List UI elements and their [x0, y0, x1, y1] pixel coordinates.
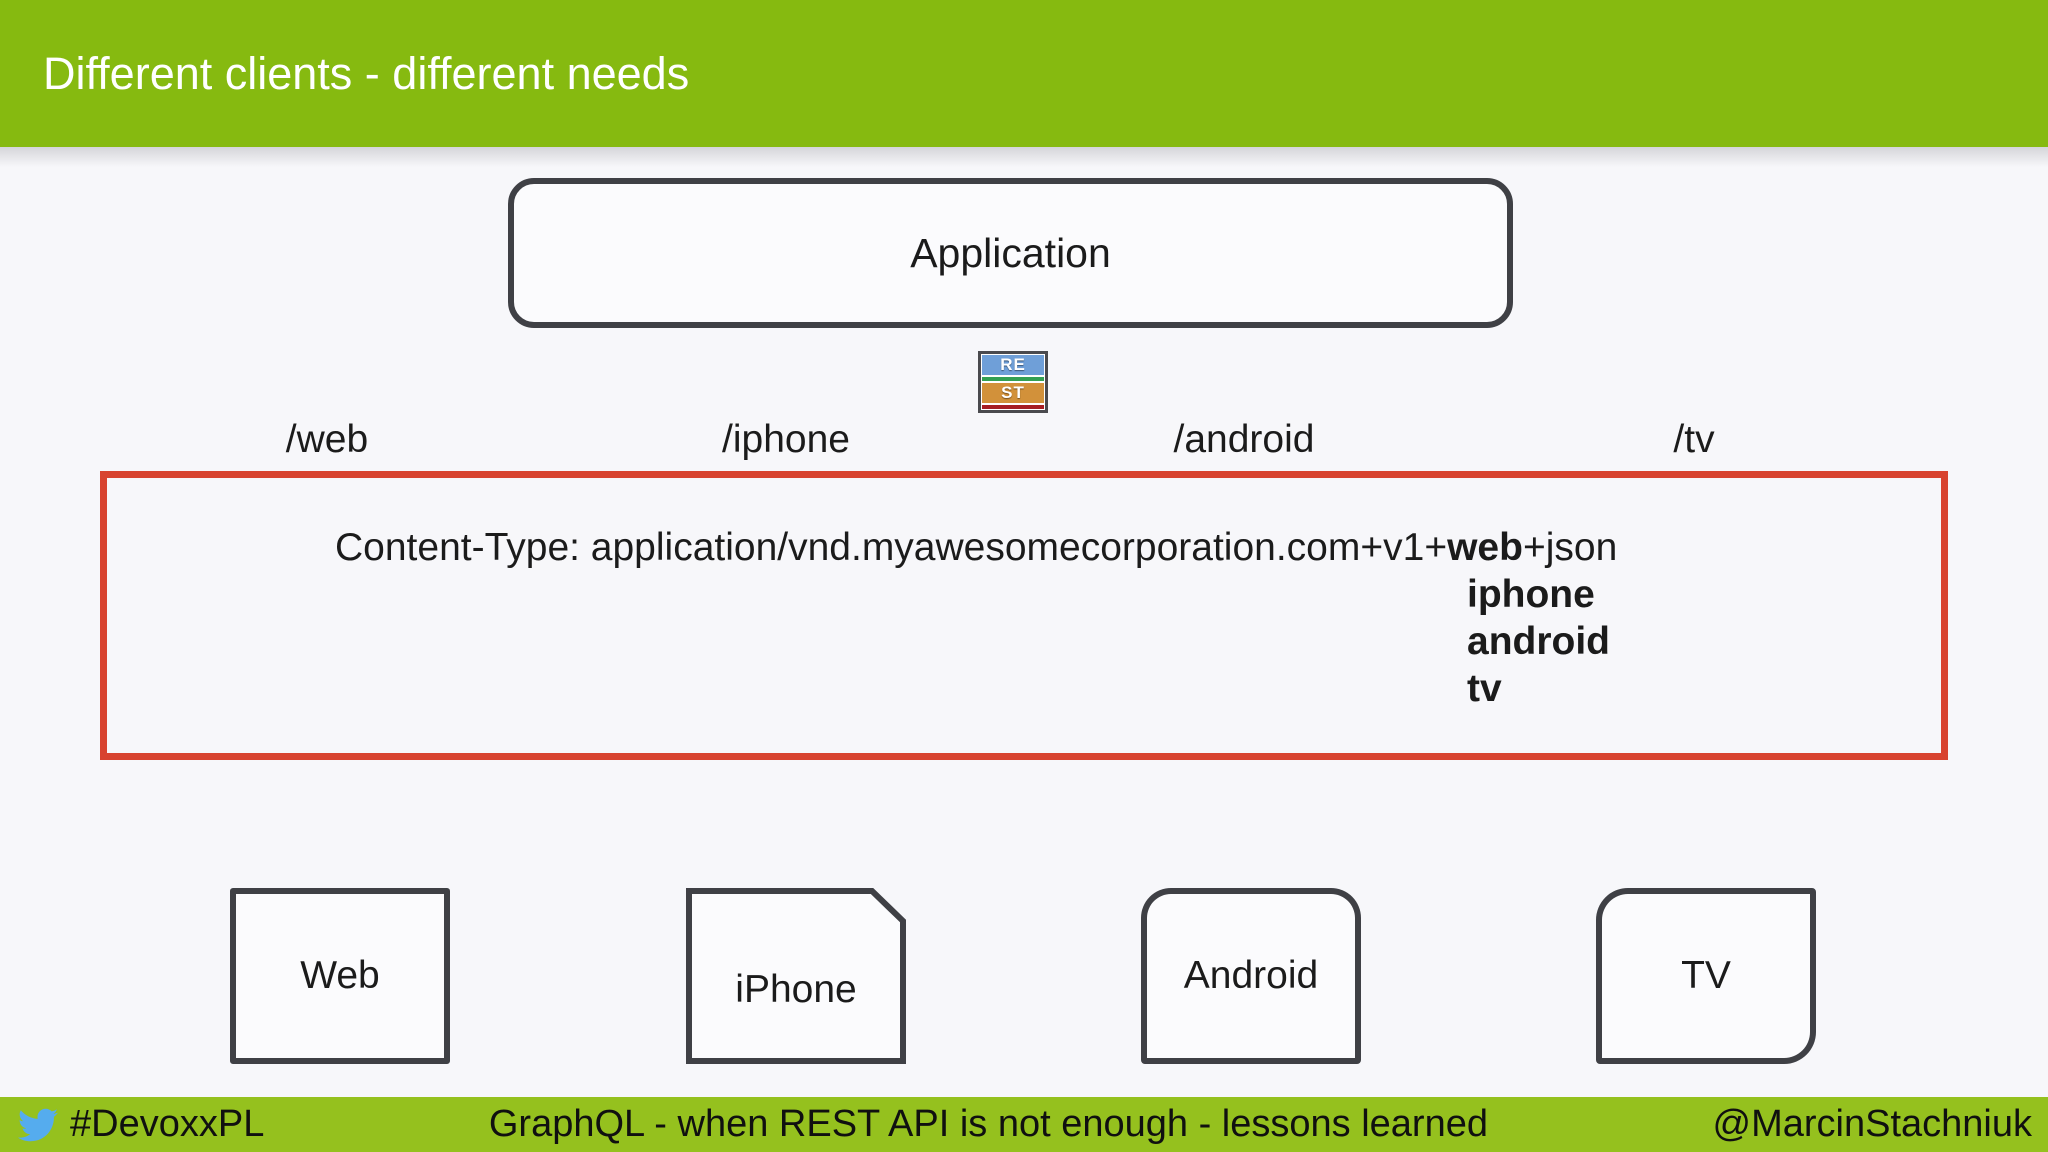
content-type-prefix: Content-Type: application/vnd.myawesomec…: [335, 526, 1448, 569]
twitter-icon: [18, 1108, 58, 1141]
client-box-android: Android: [1141, 888, 1361, 1064]
iphone-box-shape: [686, 888, 906, 1064]
rest-stripe-blue: RE: [982, 355, 1044, 375]
footer-left: #DevoxxPL: [16, 1103, 264, 1146]
application-label: Application: [910, 229, 1111, 276]
rest-icon-text-top: RE: [1000, 355, 1026, 374]
alternative-android: android: [1467, 620, 1610, 663]
client-label-iphone: iPhone: [735, 968, 857, 1011]
header-shadow: [0, 147, 2048, 167]
endpoint-label-tv: /tv: [1673, 418, 1715, 461]
content-type-suffix: +json: [1522, 526, 1618, 569]
rest-stripe-red: [982, 405, 1044, 409]
client-label-android: Android: [1183, 954, 1319, 997]
slide-header: Different clients - different needs: [0, 0, 2048, 147]
footer-handle: @MarcinStachniuk: [1712, 1103, 2032, 1145]
client-box-web: Web: [230, 888, 450, 1064]
footer-talk-title: GraphQL - when REST API is not enough - …: [488, 1103, 1488, 1145]
rest-stripe-green: [982, 377, 1044, 381]
rest-icon-text-bottom: ST: [1001, 383, 1025, 402]
rest-icon: RE ST: [978, 351, 1048, 413]
alternative-iphone: iphone: [1467, 573, 1595, 616]
endpoint-label-android: /android: [1173, 418, 1315, 461]
client-label-web: Web: [300, 954, 380, 997]
application-box: Application: [508, 178, 1513, 328]
footer-hashtag: #DevoxxPL: [70, 1103, 265, 1145]
client-box-tv: TV: [1596, 888, 1816, 1064]
content-type-line: Content-Type: application/vnd.myawesomec…: [335, 524, 1617, 571]
endpoint-label-iphone: /iphone: [722, 418, 850, 461]
content-type-box: [100, 471, 1948, 760]
client-label-tv: TV: [1681, 954, 1731, 997]
client-box-iphone: iPhone: [686, 888, 906, 1064]
content-type-alternatives: iphone android tv: [1467, 571, 1610, 712]
slide-footer: #DevoxxPL GraphQL - when REST API is not…: [0, 1097, 2048, 1152]
endpoint-label-web: /web: [285, 418, 369, 461]
slide-title: Different clients - different needs: [43, 48, 690, 99]
content-type-variant: web: [1447, 526, 1523, 569]
rest-stripe-orange: ST: [982, 383, 1044, 403]
alternative-tv: tv: [1467, 667, 1502, 710]
